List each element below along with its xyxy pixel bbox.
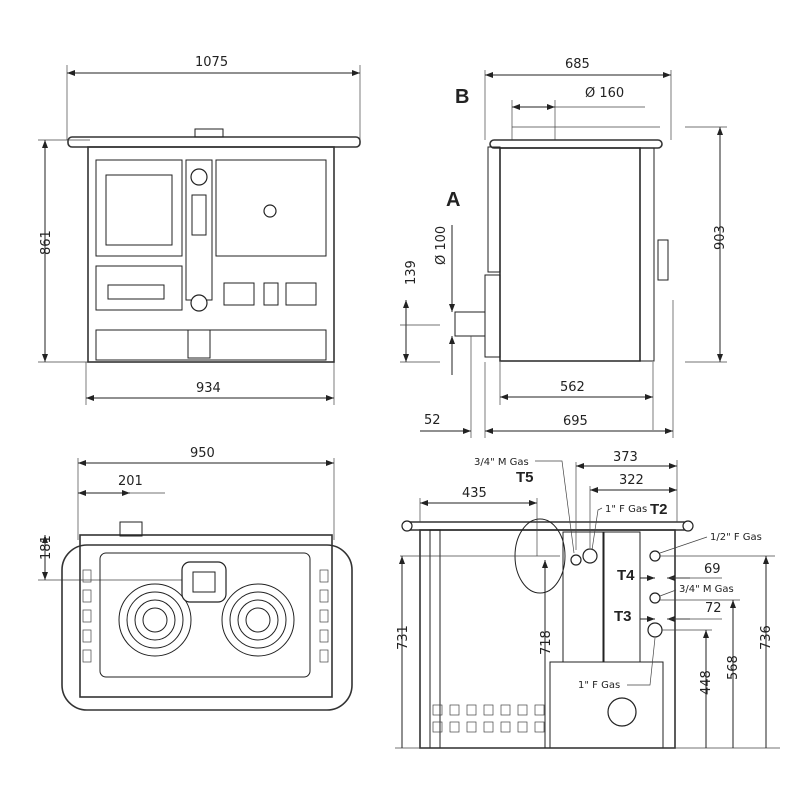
- fitting-t5: [570, 554, 582, 566]
- dim-731: 731: [396, 625, 411, 650]
- dim-height: 903: [713, 225, 728, 250]
- hotplate-right: [221, 583, 295, 657]
- towel-rail: [61, 544, 353, 711]
- ash-drawer: [95, 265, 183, 311]
- rear-flue-stub: [454, 311, 486, 337]
- t4-fitting-label: 3/4" M Gas: [679, 584, 734, 595]
- dim-69: 69: [704, 562, 721, 577]
- flue-collar: [119, 521, 143, 537]
- fitting-t3: [647, 622, 663, 638]
- t3-fitting-label: 1" F Gas: [578, 680, 620, 691]
- dim-height: 861: [39, 230, 54, 255]
- oven-door-right: [215, 159, 327, 257]
- label-b: B: [455, 86, 469, 108]
- dim-depth-inner: 562: [560, 380, 585, 395]
- stove-body: [87, 146, 335, 363]
- dim-736: 736: [759, 625, 774, 650]
- dim-435: 435: [462, 486, 487, 501]
- front-view: 1075 861 934: [38, 55, 361, 405]
- dim-flue-offset: 52: [424, 413, 441, 428]
- hotplate-left: [118, 583, 192, 657]
- dim-flue-y: 181: [39, 535, 54, 560]
- dim-flue-rear: Ø 100: [434, 226, 449, 265]
- dim-flue-top: Ø 160: [585, 86, 624, 101]
- t5-label: T5: [516, 469, 534, 486]
- side-view: B A 685 Ø 160 Ø 100 139 903 562 52 695: [400, 57, 728, 438]
- oven-door-left: [95, 159, 183, 257]
- dim-depth-base: 695: [563, 414, 588, 429]
- dim-width-top: 1075: [195, 55, 228, 70]
- ash-outlet: [607, 697, 637, 727]
- firebox-panel: [549, 661, 664, 749]
- rear-view: 3/4" M Gas T5 373 322 435 1" F Gas T2 1/…: [395, 450, 780, 749]
- dim-718: 718: [539, 630, 554, 655]
- fitting-t4: [649, 592, 661, 604]
- dim-322: 322: [619, 473, 644, 488]
- dim-448: 448: [699, 670, 714, 695]
- hob-outline: [79, 534, 333, 698]
- dim-373: 373: [613, 450, 638, 465]
- dim-width: 950: [190, 446, 215, 461]
- dim-568: 568: [726, 655, 741, 680]
- dim-flue-x: 201: [118, 474, 143, 489]
- label-a: A: [446, 189, 460, 211]
- dim-flue-rear-height: 139: [404, 260, 419, 285]
- cooking-plate: [99, 552, 311, 678]
- dim-72: 72: [705, 601, 722, 616]
- dim-width-base: 934: [196, 381, 221, 396]
- hob-top: [67, 136, 361, 148]
- t4-label: T4: [617, 567, 635, 584]
- side-body: [499, 147, 641, 362]
- t2-label: T2: [650, 501, 668, 518]
- oven-knob: [263, 204, 277, 218]
- top-view: 950 201 181: [38, 446, 353, 711]
- flue-opening: [181, 561, 227, 603]
- t2-fitting-label: 1" F Gas: [605, 504, 647, 515]
- fitting-t2b: [649, 550, 661, 562]
- thermometer-icon: [190, 168, 208, 186]
- t2b-fitting-label: 1/2" F Gas: [710, 532, 762, 543]
- fitting-t2: [582, 548, 598, 564]
- t3-label: T3: [614, 608, 632, 625]
- dim-depth-top: 685: [565, 57, 590, 72]
- t5-fitting-label: 3/4" M Gas: [474, 457, 529, 468]
